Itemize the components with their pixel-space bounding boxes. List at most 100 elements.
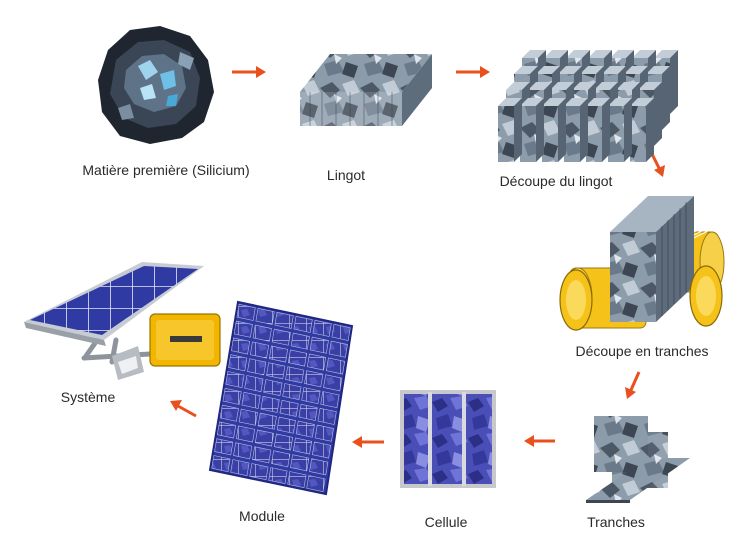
- ingot-brick: [558, 98, 566, 162]
- module-cell: [268, 345, 289, 363]
- solar-cell-image: [400, 390, 496, 488]
- label-slicing: Découpe en tranches: [575, 343, 709, 359]
- module-cell: [238, 408, 258, 426]
- module-cell: [331, 323, 351, 341]
- module-cell: [311, 441, 332, 459]
- ingot-brick: [654, 82, 662, 146]
- label-ingot: Lingot: [326, 167, 366, 183]
- module-cell: [254, 429, 275, 447]
- ingot-brick: [670, 50, 678, 114]
- label-module: Module: [239, 508, 285, 524]
- arrow-ingot-to-cut: [456, 66, 490, 78]
- flow-arrows: [170, 66, 665, 448]
- module-cell: [263, 379, 283, 397]
- module-cell: [314, 424, 334, 442]
- arrow-wafers-to-cell: [524, 435, 555, 447]
- ingot-brick: [536, 98, 544, 162]
- module-cell: [306, 353, 327, 371]
- module-cell: [228, 354, 248, 372]
- module-cell: [268, 467, 288, 485]
- module-cell: [225, 371, 245, 389]
- module-cell: [241, 391, 261, 409]
- ingot-brick: [602, 98, 610, 162]
- slicing-machine-image: [559, 196, 725, 331]
- module-cell: [233, 320, 253, 338]
- module-cell: [298, 403, 318, 421]
- ingot-brick: [630, 106, 646, 162]
- module-cell: [236, 303, 256, 321]
- solar-module-image: [208, 300, 354, 496]
- ingot-brick: [520, 106, 536, 162]
- module-cell: [211, 455, 231, 473]
- module-cell: [247, 358, 267, 376]
- label-wafers: Tranches: [587, 514, 645, 530]
- module-cell: [309, 336, 329, 354]
- module-cell: [266, 362, 286, 380]
- module-cell: [260, 395, 280, 413]
- module-cell: [257, 412, 277, 430]
- label-ingot-cut: Découpe du lingot: [499, 173, 613, 189]
- module-cell: [230, 337, 251, 355]
- ingot-brick: [564, 106, 580, 162]
- label-cell: Cellule: [424, 514, 468, 530]
- wafers-image: [586, 416, 690, 503]
- silicon-rock-image: [98, 26, 214, 144]
- label-system: Système: [60, 389, 116, 405]
- ingot-brick: [514, 98, 522, 162]
- ingot-brick: [646, 98, 654, 162]
- module-cell: [219, 404, 239, 422]
- solar-system-image: [24, 262, 221, 380]
- module-cell: [271, 450, 291, 468]
- cut-ingot-image: [498, 50, 678, 162]
- module-cell: [273, 433, 294, 451]
- ingot-brick: [662, 66, 670, 130]
- module-cell: [244, 375, 264, 393]
- module-cell: [312, 319, 332, 337]
- module-cell: [290, 454, 310, 472]
- module-cell: [274, 311, 294, 329]
- ingot-image: [300, 54, 432, 126]
- module-cell: [309, 458, 329, 476]
- module-cell: [282, 383, 302, 401]
- arrow-module-to-system: [170, 400, 197, 418]
- module-cell: [292, 437, 313, 455]
- module-cell: [222, 387, 242, 405]
- module-cell: [306, 475, 326, 493]
- arrow-cell-to-module: [352, 436, 384, 448]
- module-cell: [235, 425, 256, 443]
- module-cell: [301, 387, 321, 405]
- module-cell: [276, 416, 296, 434]
- module-cell: [230, 459, 250, 477]
- module-cell: [325, 357, 346, 375]
- module-cell: [252, 324, 272, 342]
- module-cell: [252, 446, 272, 464]
- module-cell: [249, 463, 269, 481]
- module-cell: [293, 315, 313, 333]
- module-cell: [214, 438, 234, 456]
- module-cell: [287, 349, 308, 367]
- module-cell: [323, 374, 343, 392]
- module-cell: [287, 471, 307, 489]
- module-cell: [285, 366, 305, 384]
- module-cell: [328, 340, 348, 358]
- ingot-brick: [542, 106, 558, 162]
- module-cell: [295, 420, 315, 438]
- module-cell: [216, 421, 237, 439]
- module-cell: [317, 407, 337, 425]
- arrow-slicing-to-wafers: [625, 371, 641, 399]
- module-cell: [249, 341, 270, 359]
- ingot-brick: [608, 106, 624, 162]
- ingot-brick: [498, 106, 514, 162]
- module-cell: [255, 307, 275, 325]
- module-cell: [279, 399, 299, 417]
- ingot-brick: [580, 98, 588, 162]
- module-cell: [320, 391, 340, 409]
- arrow-raw-to-ingot: [232, 66, 266, 78]
- module-cell: [271, 328, 291, 346]
- module-cell: [290, 332, 310, 350]
- ingot-brick: [586, 106, 602, 162]
- module-cell: [304, 370, 324, 388]
- module-cell: [233, 442, 253, 460]
